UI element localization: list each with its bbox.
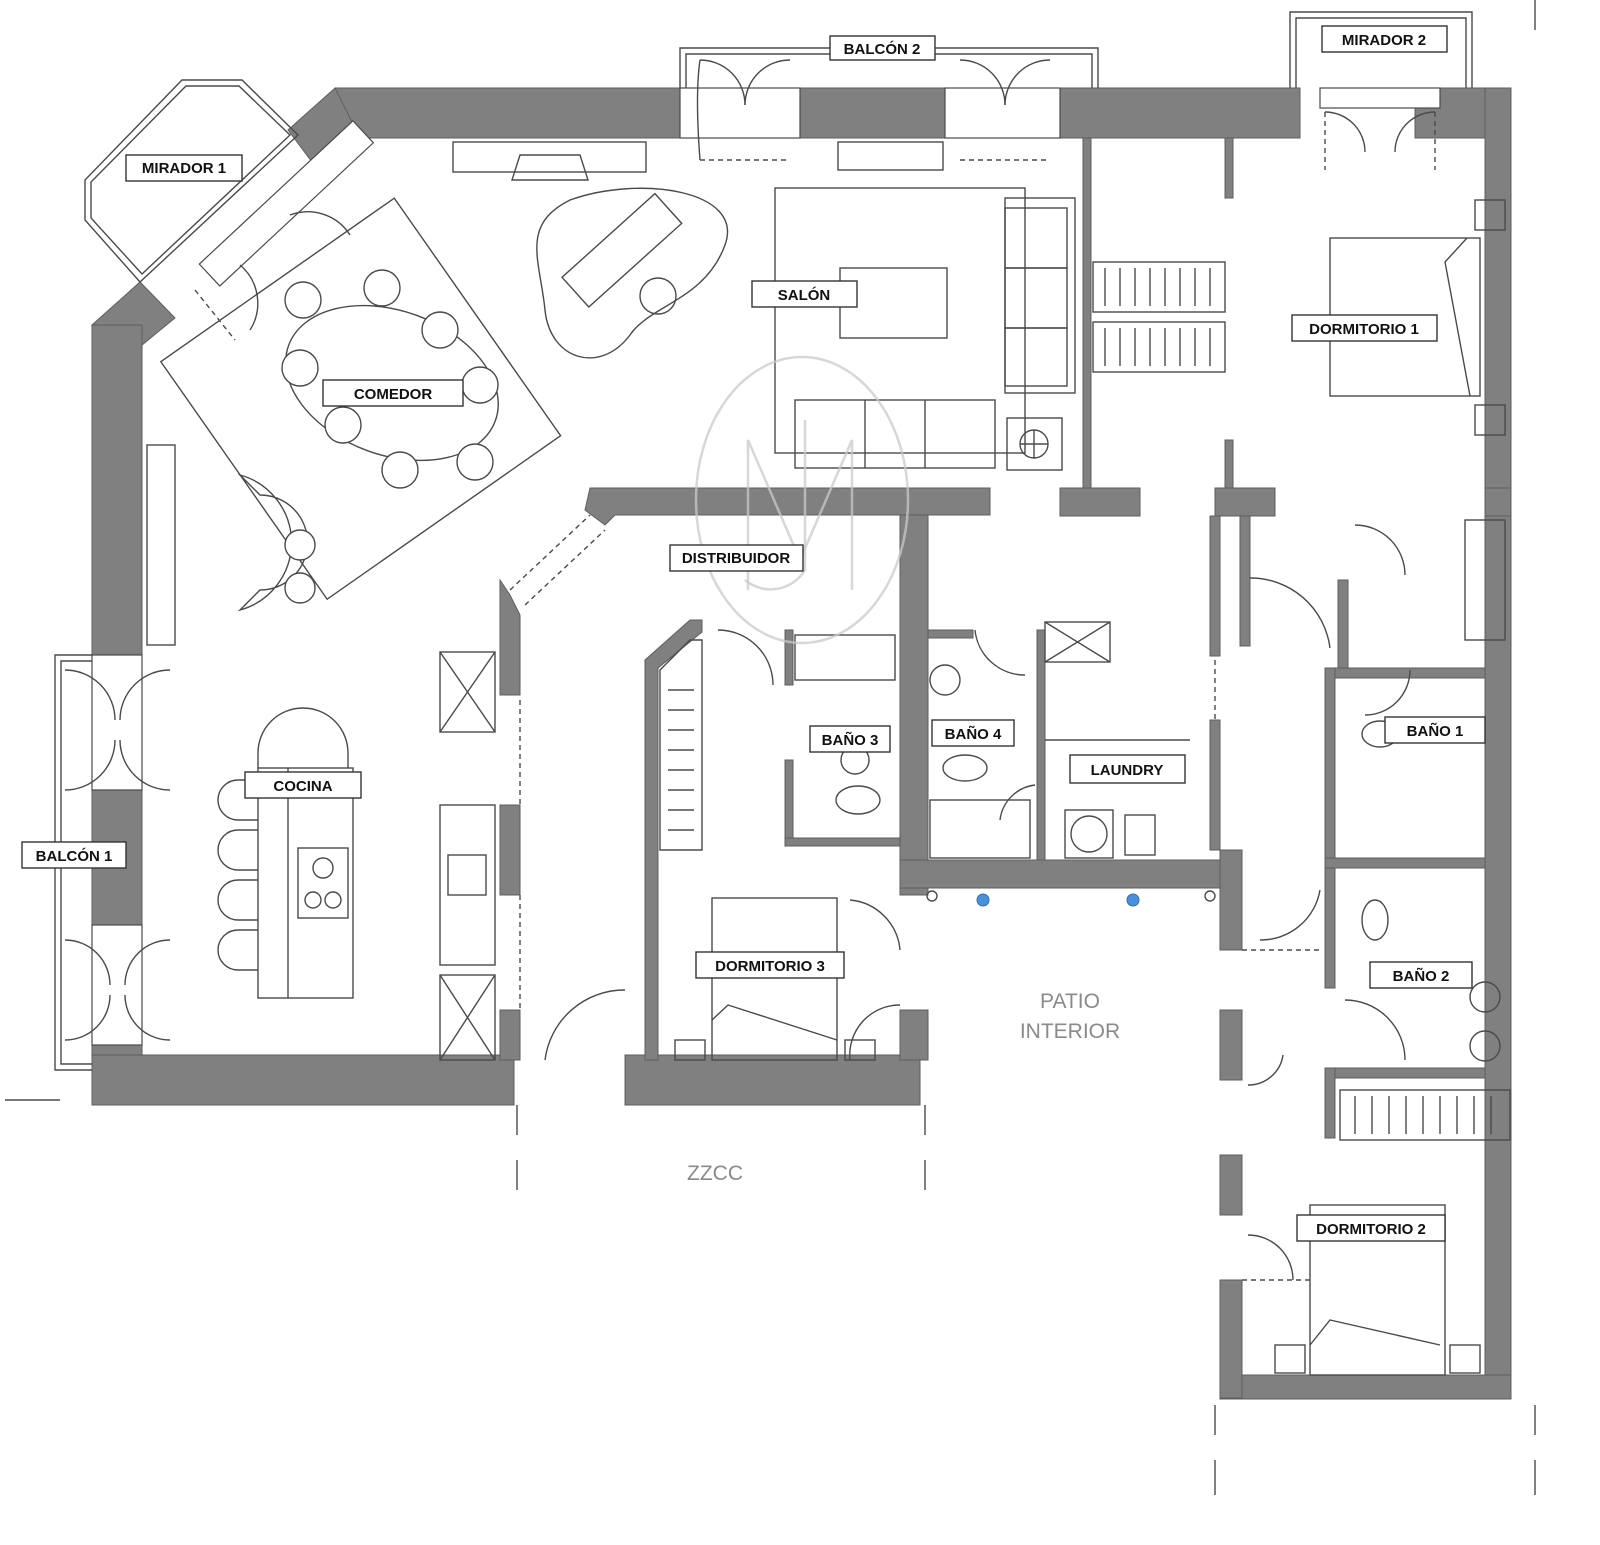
svg-text:BALCÓN 1: BALCÓN 1 xyxy=(36,847,113,865)
svg-text:DISTRIBUIDOR: DISTRIBUIDOR xyxy=(682,550,791,567)
label-dormitorio-2: DORMITORIO 2 xyxy=(1296,1214,1446,1242)
label-dormitorio-1: DORMITORIO 1 xyxy=(1291,314,1438,342)
label-mirador-2: MIRADOR 2 xyxy=(1321,25,1448,53)
zone-zzcc: ZZCC xyxy=(687,1162,743,1185)
svg-text:COCINA: COCINA xyxy=(273,778,332,795)
label-dormitorio-3: DORMITORIO 3 xyxy=(695,951,845,979)
svg-text:MIRADOR 1: MIRADOR 1 xyxy=(142,160,226,177)
zone-patio-line-1: PATIO xyxy=(1040,990,1100,1013)
exterior-walls xyxy=(91,87,1512,1400)
furniture xyxy=(146,141,1511,1376)
label-mirador-1: MIRADOR 1 xyxy=(125,154,243,182)
zone-labels: PATIO INTERIOR ZZCC xyxy=(687,990,1120,1185)
label-bano-4: BAÑO 4 xyxy=(931,719,1015,747)
interior-walls xyxy=(499,137,1512,1139)
label-laundry: LAUNDRY xyxy=(1069,754,1186,784)
wall-fixtures xyxy=(926,890,1216,907)
balconies-windows xyxy=(54,11,1473,1071)
dimension-lines xyxy=(5,0,1536,1495)
label-salon: SALÓN xyxy=(751,280,858,308)
svg-text:BAÑO 3: BAÑO 3 xyxy=(822,731,879,749)
svg-text:DORMITORIO 2: DORMITORIO 2 xyxy=(1316,1221,1426,1238)
svg-text:BAÑO 2: BAÑO 2 xyxy=(1393,967,1450,985)
label-bano-3: BAÑO 3 xyxy=(809,725,891,753)
label-distribuidor: DISTRIBUIDOR xyxy=(669,544,804,572)
label-balcon-2: BALCÓN 2 xyxy=(829,35,936,61)
svg-text:BAÑO 1: BAÑO 1 xyxy=(1407,722,1464,740)
svg-text:BAÑO 4: BAÑO 4 xyxy=(945,725,1002,743)
label-comedor: COMEDOR xyxy=(322,379,464,407)
label-bano-2: BAÑO 2 xyxy=(1369,961,1473,989)
svg-text:BALCÓN 2: BALCÓN 2 xyxy=(844,40,921,58)
zone-patio-line-2: INTERIOR xyxy=(1020,1020,1120,1043)
label-bano-1: BAÑO 1 xyxy=(1384,716,1486,744)
label-balcon-1: BALCÓN 1 xyxy=(21,841,127,869)
svg-text:COMEDOR: COMEDOR xyxy=(354,386,433,403)
label-cocina: COCINA xyxy=(244,771,362,799)
svg-text:SALÓN: SALÓN xyxy=(778,286,831,304)
svg-text:DORMITORIO 1: DORMITORIO 1 xyxy=(1309,321,1419,338)
svg-text:LAUNDRY: LAUNDRY xyxy=(1091,762,1164,779)
room-labels: BALCÓN 2 MIRADOR 2 MIRADOR 1 SALÓN DORMI… xyxy=(21,25,1486,1242)
svg-text:DORMITORIO 3: DORMITORIO 3 xyxy=(715,958,825,975)
svg-text:MIRADOR 2: MIRADOR 2 xyxy=(1342,32,1426,49)
